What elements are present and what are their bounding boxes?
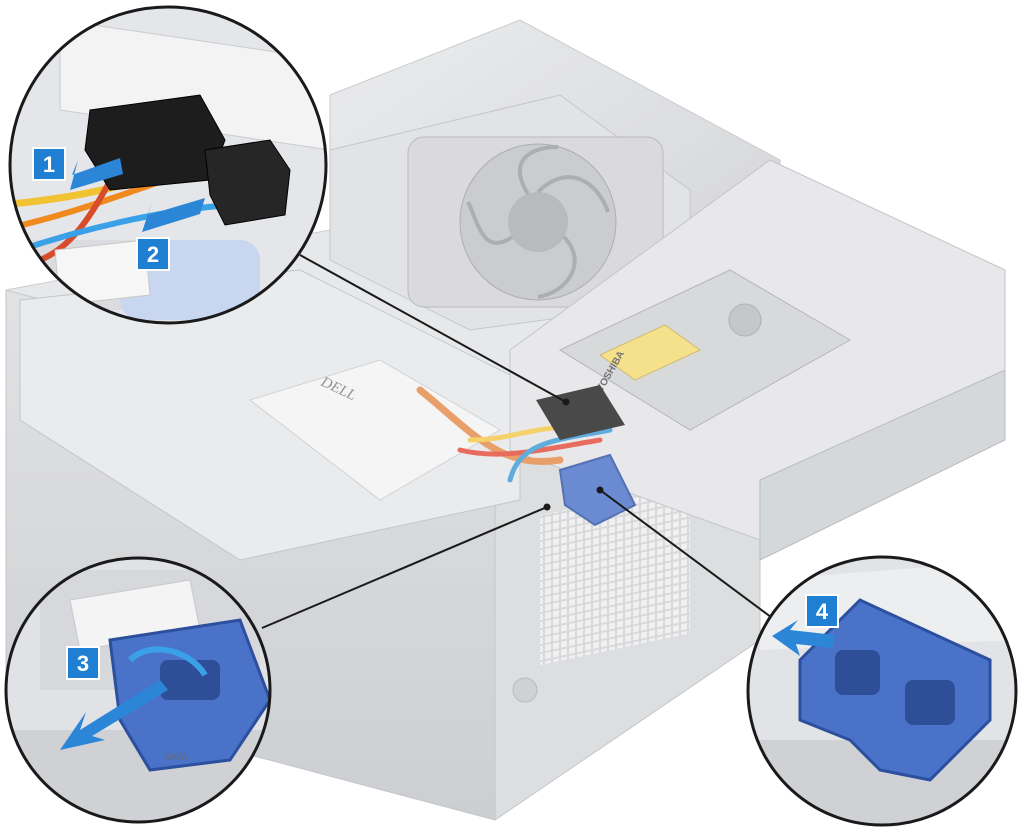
- callout-1-data-connector: [204, 139, 291, 226]
- step-badge-4: 4: [805, 594, 839, 628]
- step-badge-2: 2: [136, 237, 170, 271]
- callout-step-1-2: 1 2: [8, 5, 328, 325]
- hard-drive-spindle: [728, 303, 762, 337]
- step-number-2: 2: [147, 242, 159, 267]
- arrow-down-left-icon: [60, 680, 168, 750]
- cooling-fan: [407, 136, 664, 308]
- callout-anchor-3: [543, 503, 551, 511]
- callout-4-clip-slot-b: [905, 680, 955, 725]
- arrow-left-icon: [772, 620, 835, 656]
- step-number-4: 4: [816, 599, 829, 624]
- callout-step-4: 4: [746, 555, 1018, 827]
- psu-label: [248, 359, 501, 501]
- callout-3-sata-text: SATA: [165, 752, 187, 762]
- callout-anchor-1: [562, 398, 570, 406]
- internal-cables: [416, 386, 613, 483]
- callout-4-ring: [746, 555, 1018, 827]
- rear-port: [512, 677, 538, 703]
- callout-3-cable: [127, 646, 208, 677]
- callout-3-clip-slot: [160, 660, 220, 700]
- step-number-3: 3: [77, 651, 89, 676]
- callout-line-1: [299, 254, 567, 403]
- step-number-1: 1: [43, 152, 55, 177]
- callout-4-clip: [798, 598, 992, 782]
- arrow-left-icon: [70, 158, 123, 190]
- callout-line-4: [599, 489, 776, 621]
- callout-3-ring: [4, 556, 272, 824]
- step-badge-1: 1: [32, 147, 66, 181]
- hard-drive: [558, 269, 852, 431]
- callout-lines: [261, 254, 776, 629]
- callout-line-3: [261, 506, 548, 629]
- hard-drive-sticker: [599, 324, 701, 381]
- callout-1-ring: [8, 5, 328, 325]
- arrow-left-icon: [142, 198, 205, 232]
- step-badge-3: 3: [66, 646, 100, 680]
- callout-anchor-4: [596, 486, 604, 494]
- callout-1-blue-cable: [19, 202, 231, 253]
- callout-4-clip-slot-a: [835, 650, 880, 695]
- optical-drive: [759, 369, 1006, 561]
